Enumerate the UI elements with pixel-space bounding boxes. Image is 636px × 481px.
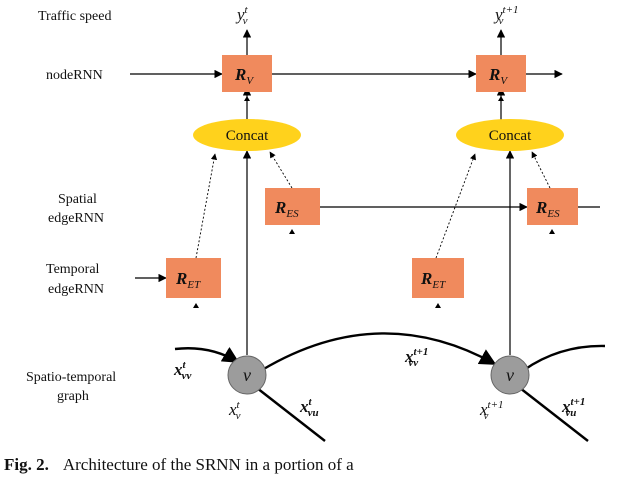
graph-node-right (490, 355, 530, 395)
spatial-edge-rnn-label-right: RES (535, 198, 560, 220)
temporal-to-concat-left (195, 153, 218, 259)
temporal-edge-rnn-box-right (412, 258, 464, 298)
temporal-edge-between-nodes (261, 332, 497, 372)
label-node-rnn: nodeRNN (46, 68, 103, 83)
concat-label-right: Concat (489, 128, 532, 144)
graph-node-label-right: v (506, 365, 514, 385)
spatial-to-concat-right (531, 151, 551, 189)
node-rnn-label-left: RV (234, 65, 254, 87)
concat-ellipse-right (456, 119, 564, 151)
triangle-temporal-left (193, 303, 199, 308)
label-spatial-line1: Spatial (58, 192, 97, 207)
concat-label-left: Concat (226, 128, 269, 144)
concat-ellipse-left (193, 119, 301, 151)
graph-node-left (227, 355, 267, 395)
spatial-edge-rnn-box-left (265, 188, 320, 225)
triangle-temporal-right (435, 303, 441, 308)
label-spatial-line2: edgeRNN (48, 211, 104, 226)
label-traffic-speed: Traffic speed (38, 9, 112, 24)
triangle-spatial-right (549, 229, 555, 234)
temporal-edge-rnn-label-right: RET (420, 269, 446, 291)
temporal-edge-rnn-label-left: RET (175, 269, 201, 291)
temporal-to-concat-right (435, 153, 476, 259)
triangle-node-right (498, 96, 504, 101)
temporal-edge-out-right (523, 344, 606, 371)
figure-caption: Fig. 2.Architecture of the SRNN in a por… (4, 455, 354, 474)
label-temporal-line1: Temporal (46, 262, 100, 277)
spatial-edge-rnn-label-left: RES (274, 198, 299, 220)
temporal-edge-rnn-box-left (166, 258, 221, 298)
node-rnn-label-right: RV (488, 65, 508, 87)
label-spatio-temporal-line2: graph (57, 389, 89, 404)
temporal-edge-in-left (174, 346, 240, 364)
graph-node-label-left: v (243, 365, 251, 385)
spatial-to-concat-left (269, 151, 293, 189)
label-spatio-temporal-line1: Spatio-temporal (26, 370, 116, 385)
triangle-spatial-left (289, 229, 295, 234)
label-temporal-line2: edgeRNN (48, 282, 104, 297)
triangle-node-left (244, 96, 250, 101)
spatial-edge-right (519, 387, 589, 442)
spatial-edge-left (256, 387, 326, 442)
spatial-edge-rnn-box-right (527, 188, 578, 225)
node-rnn-box-left (222, 55, 272, 92)
node-rnn-box-right (476, 55, 526, 92)
